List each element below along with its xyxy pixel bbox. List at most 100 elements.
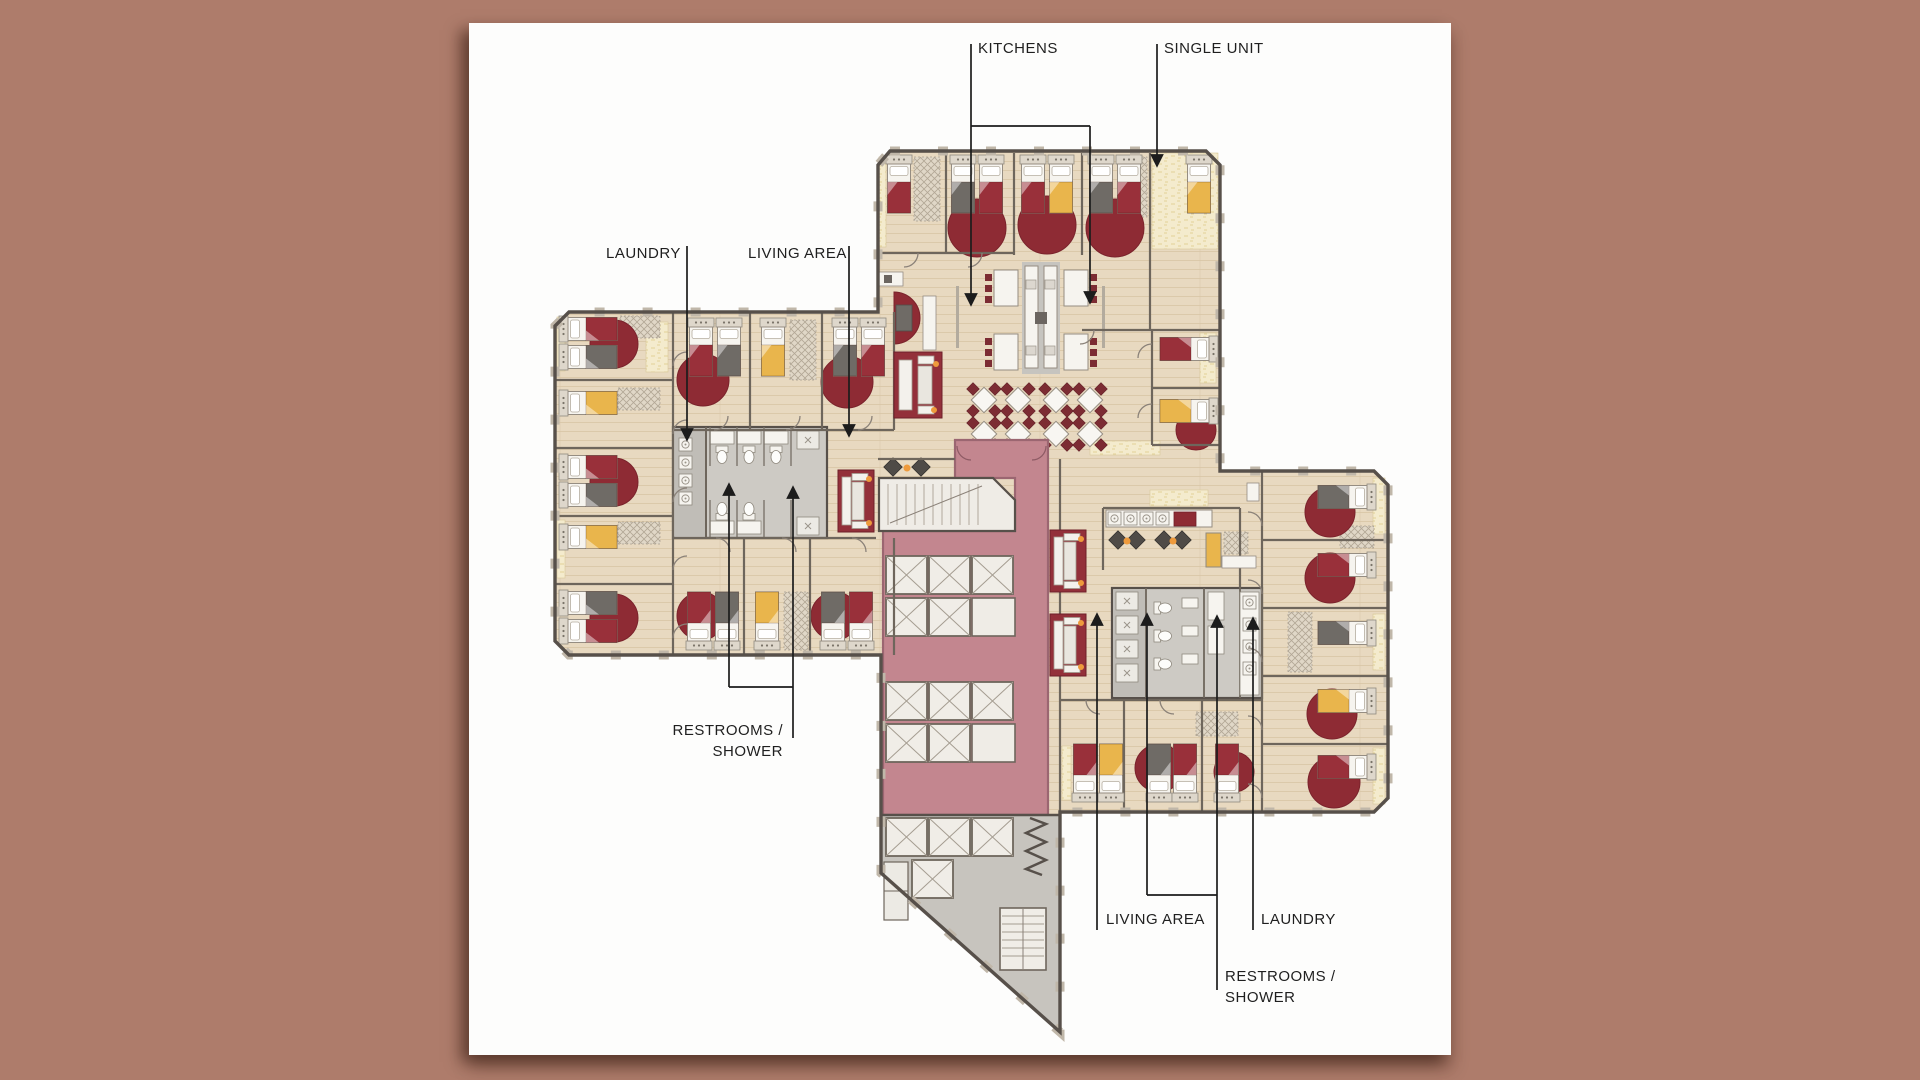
label-laundry-left: LAUNDRY <box>606 245 681 262</box>
sofa-icon <box>837 469 875 533</box>
bed-icon <box>559 316 617 342</box>
washer-icon <box>1242 617 1257 632</box>
bed-icon <box>1185 154 1213 214</box>
elevator-shaft-icon <box>928 555 971 595</box>
dining-set-icon <box>1064 334 1097 370</box>
label-single-unit: SINGLE UNIT <box>1164 40 1264 57</box>
bed-icon <box>1318 754 1376 780</box>
stairs-icon <box>999 907 1047 971</box>
bed-icon <box>1146 744 1172 802</box>
label-laundry-right: LAUNDRY <box>1261 911 1336 928</box>
washer-icon <box>1242 661 1257 676</box>
bed-icon <box>559 524 617 550</box>
bed-icon <box>715 317 743 377</box>
bed-icon <box>1087 154 1115 214</box>
escalator-zigzag <box>1022 816 1050 877</box>
door-arcs <box>672 252 1263 799</box>
service-triangle <box>879 813 1062 1035</box>
dining-set-icon <box>1064 270 1097 306</box>
bed-icon <box>559 454 617 480</box>
bed-icon <box>559 344 617 370</box>
shower-icon <box>1115 615 1139 635</box>
sofa-icon <box>1049 529 1087 593</box>
washer-icon <box>678 455 693 470</box>
label-line: RESTROOMS / <box>672 722 783 739</box>
elevator-core <box>877 438 1050 817</box>
bed-icon <box>1318 620 1376 646</box>
label-restrooms-shower-left: RESTROOMS / SHOWER <box>603 720 783 762</box>
washer-icon <box>1139 511 1154 526</box>
cafe-table-icon <box>1038 382 1074 418</box>
bed-icon <box>559 390 617 416</box>
label-living-area-left: LIVING AREA <box>748 245 847 262</box>
elevator-shaft-icon <box>971 817 1014 857</box>
shower-icon <box>796 516 820 536</box>
bed-icon <box>1214 744 1240 802</box>
shower-icon <box>1115 663 1139 683</box>
toilet-icon <box>1154 658 1172 670</box>
toilet-icon <box>1154 602 1172 614</box>
stair-block <box>877 476 1017 533</box>
bed-icon <box>859 317 887 377</box>
kitchen-area <box>956 262 1105 374</box>
cafe-table-icon <box>1072 416 1108 452</box>
elevator-shaft-icon <box>971 681 1014 721</box>
bed-icon <box>1172 744 1198 802</box>
laundry-area-right <box>1105 482 1260 569</box>
bed-icon <box>1160 336 1218 362</box>
elevator-shaft-icon <box>928 681 971 721</box>
shower-icon <box>796 430 820 450</box>
toilet-icon <box>743 503 755 521</box>
restroom-block-left <box>671 425 829 540</box>
elevator-shaft-icon <box>885 597 928 637</box>
bed-icon <box>1318 552 1376 578</box>
lounge-set <box>893 351 943 419</box>
bed-icon <box>1318 688 1376 714</box>
bed-icon <box>848 592 874 650</box>
dining-set-icon <box>984 333 1019 371</box>
bed-icon <box>820 592 846 650</box>
label-line: RESTROOMS / <box>1225 968 1336 985</box>
living-areas <box>837 271 1087 677</box>
console-table <box>922 295 937 351</box>
elevator-shaft-icon <box>885 723 928 763</box>
bed-icon <box>714 592 740 650</box>
toilet-icon <box>1154 630 1172 642</box>
rug <box>1085 198 1145 258</box>
toilet-icon <box>769 445 783 464</box>
washer-icon <box>678 473 693 488</box>
bed-icon <box>754 592 780 650</box>
bed-icon <box>559 618 617 644</box>
bed-icon <box>1160 398 1218 424</box>
washer-icon <box>1242 639 1257 654</box>
bed-icon <box>1047 154 1075 214</box>
exterior-wall <box>553 149 1390 1036</box>
elevator-shaft-icon <box>928 723 971 763</box>
toilet-icon <box>716 503 728 521</box>
bed-icon <box>559 482 617 508</box>
label-kitchens: KITCHENS <box>978 40 1058 57</box>
elevator-shaft-icon <box>928 817 971 857</box>
toilet-icon <box>742 445 756 464</box>
elevator-shaft-icon <box>911 859 954 899</box>
rug <box>947 198 1007 258</box>
washer-icon <box>1107 511 1122 526</box>
bed-icon <box>687 317 715 377</box>
bed-icon <box>686 592 712 650</box>
label-line: SHOWER <box>712 743 783 760</box>
elevator-shaft-icon <box>928 597 971 637</box>
bed-icon <box>1115 154 1143 214</box>
washer-icon <box>1155 511 1170 526</box>
bed-icon <box>1019 154 1047 214</box>
toilet-icon <box>715 445 729 464</box>
label-living-area-right: LIVING AREA <box>1106 911 1205 928</box>
elevator-shaft-icon <box>885 555 928 595</box>
annotation-leader-lines <box>680 44 1260 990</box>
side-chair <box>895 304 913 332</box>
bed-icon <box>1072 744 1098 802</box>
bed-icon <box>759 317 787 377</box>
dining-set-icon <box>984 269 1019 307</box>
shower-icon <box>1115 591 1139 611</box>
